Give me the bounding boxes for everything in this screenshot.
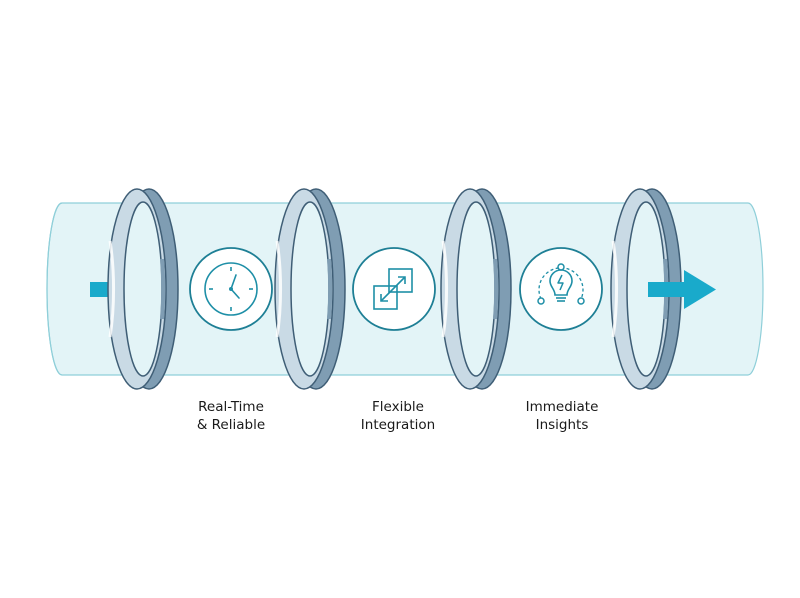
stage-label-insights: Immediate Insights xyxy=(482,398,642,434)
stage-label-line: Immediate xyxy=(525,399,599,415)
ring-2 xyxy=(274,188,346,390)
ring-3 xyxy=(440,188,512,390)
stage-label-line: & Reliable xyxy=(196,417,266,433)
stage-label-line: Insights xyxy=(535,417,589,433)
clock-icon xyxy=(189,247,273,331)
stage-label-integration: Flexible Integration xyxy=(318,398,478,434)
integration-arrows-icon xyxy=(352,247,436,331)
stage-label-line: Flexible xyxy=(372,399,424,415)
output-arrow-icon xyxy=(648,270,716,309)
ring-1 xyxy=(107,188,179,390)
stage-label-realtime: Real-Time & Reliable xyxy=(151,398,311,434)
lightbulb-icon xyxy=(519,247,603,331)
stage-label-line: Real-Time xyxy=(198,399,264,415)
stage-label-line: Integration xyxy=(360,417,436,433)
